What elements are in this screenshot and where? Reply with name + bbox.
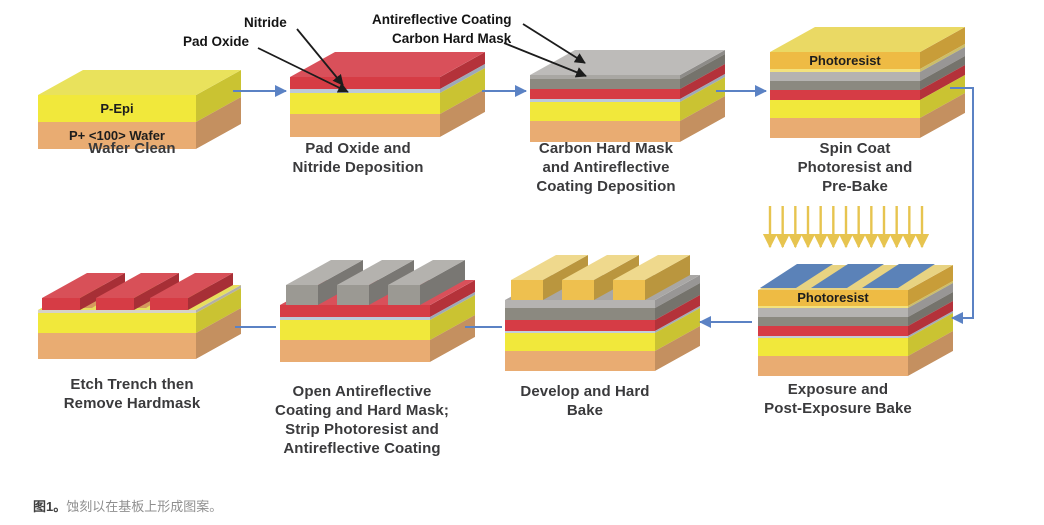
step-caption-hard-mask-arc: Carbon Hard Mask and Antireflective Coat… bbox=[536, 140, 676, 195]
layer bbox=[290, 77, 440, 89]
layer bbox=[758, 356, 908, 376]
bar-front-face bbox=[388, 285, 420, 305]
stack-front-face bbox=[530, 75, 680, 142]
layer bbox=[530, 79, 680, 89]
layer bbox=[530, 121, 680, 142]
step-caption-wafer-clean: Wafer Clean bbox=[88, 140, 176, 157]
layer bbox=[770, 81, 920, 90]
layer bbox=[770, 72, 920, 81]
layer bbox=[38, 313, 196, 333]
layer bbox=[758, 326, 908, 336]
layer bbox=[758, 317, 908, 326]
layer bbox=[38, 333, 196, 359]
flow-arrow bbox=[950, 87, 974, 324]
bar-front-face bbox=[150, 298, 188, 310]
layer bbox=[758, 306, 908, 308]
layer bbox=[280, 340, 430, 362]
callout-label: Nitride bbox=[244, 15, 287, 30]
layer-label-P+ <100> Wafer: P+ <100> Wafer bbox=[38, 122, 196, 149]
layer bbox=[530, 99, 680, 102]
figure-caption: 图1。蚀刻以在基板上形成图案。 bbox=[33, 498, 222, 515]
step-caption-spin-coat: Spin Coat Photoresist and Pre-Bake bbox=[797, 140, 913, 195]
layer bbox=[280, 305, 430, 317]
bar-front-face bbox=[613, 280, 645, 300]
layer-label-Photoresist: Photoresist bbox=[758, 290, 908, 306]
layer bbox=[290, 114, 440, 137]
layer bbox=[758, 336, 908, 338]
layer bbox=[770, 69, 920, 72]
stack-front-face: Photoresist bbox=[770, 52, 920, 138]
stack-front-face bbox=[38, 310, 196, 359]
figure-caption-number: 图1。 bbox=[33, 499, 67, 514]
bar-front-face bbox=[562, 280, 594, 300]
layer bbox=[280, 320, 430, 340]
layer bbox=[290, 89, 440, 93]
layer bbox=[505, 331, 655, 333]
callout-label: Carbon Hard Mask bbox=[392, 31, 512, 46]
layer bbox=[505, 320, 655, 331]
layer bbox=[758, 338, 908, 356]
step-caption-etch-trench: Etch Trench then Remove Hardmask bbox=[63, 376, 201, 412]
layer bbox=[505, 308, 655, 320]
layer bbox=[530, 102, 680, 121]
layer bbox=[530, 75, 680, 79]
layer bbox=[505, 300, 655, 308]
layer bbox=[758, 308, 908, 317]
step-caption-pad-oxide-nitride: Pad Oxide and Nitride Deposition bbox=[292, 140, 424, 176]
bar-front-face bbox=[511, 280, 543, 300]
layer-label-P-Epi: P-Epi bbox=[38, 95, 196, 122]
layer bbox=[280, 317, 430, 320]
stack-front-face bbox=[290, 77, 440, 137]
callout-label: Antireflective Coating bbox=[372, 12, 512, 27]
step-caption-exposure: Exposure and Post-Exposure Bake bbox=[764, 381, 912, 417]
bar-front-face bbox=[337, 285, 369, 305]
layer bbox=[530, 89, 680, 99]
layer bbox=[505, 333, 655, 351]
step-caption-develop: Develop and Hard Bake bbox=[520, 383, 650, 419]
callout-label: Pad Oxide bbox=[183, 34, 250, 49]
layer bbox=[505, 351, 655, 371]
layer bbox=[770, 90, 920, 100]
stack-front-face: Photoresist bbox=[758, 290, 908, 376]
stack-front-face bbox=[280, 305, 430, 362]
layer bbox=[290, 93, 440, 114]
bar-front-face bbox=[42, 298, 80, 310]
layer-label-Photoresist: Photoresist bbox=[770, 52, 920, 69]
bar-front-face bbox=[96, 298, 134, 310]
bar-front-face bbox=[286, 285, 318, 305]
figure-caption-text: 蚀刻以在基板上形成图案。 bbox=[66, 499, 223, 514]
stack-front-face bbox=[505, 300, 655, 371]
layer bbox=[770, 100, 920, 118]
layer bbox=[38, 310, 196, 313]
layer bbox=[770, 118, 920, 138]
step-caption-open-arc-hard-mask: Open Antireflective Coating and Hard Mas… bbox=[275, 383, 449, 457]
